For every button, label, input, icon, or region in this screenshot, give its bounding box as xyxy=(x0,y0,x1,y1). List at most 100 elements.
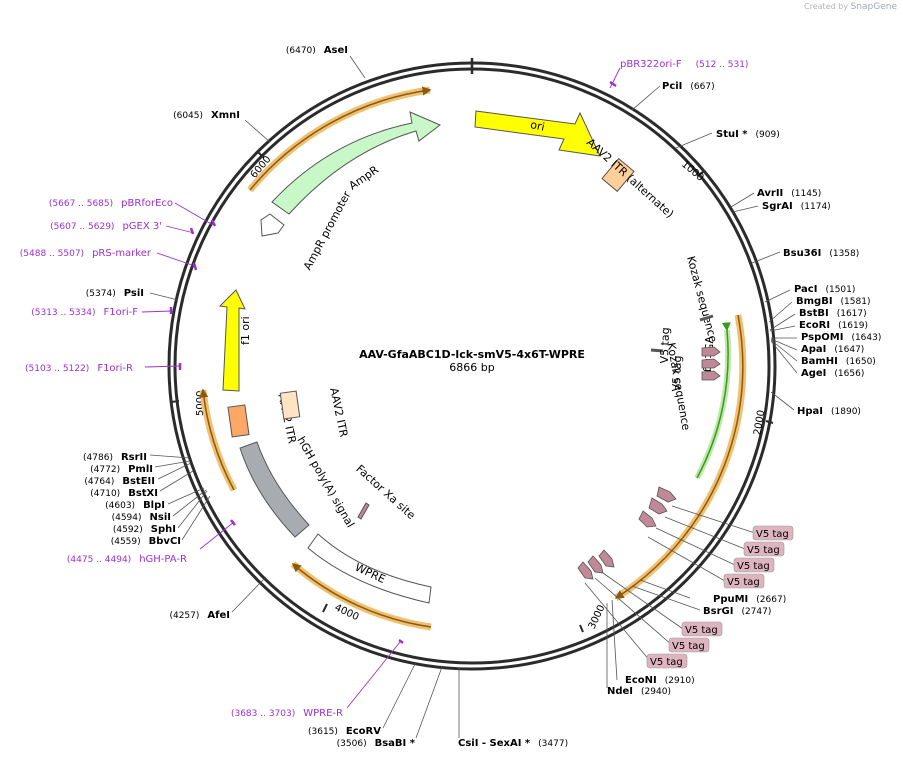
primer-pbr322ori-f[interactable]: pBR322ori-F xyxy=(620,59,682,70)
brown-arrow-top xyxy=(249,86,432,191)
site-bsteii[interactable]: BstEII xyxy=(122,476,155,487)
primer-f1ori-r[interactable]: F1ori-R xyxy=(97,363,133,374)
v5-label-1[interactable]: V5 tag xyxy=(756,529,789,540)
site-bmgbi[interactable]: BmgBI xyxy=(796,296,833,307)
feature-kozak-1-label: Kozak sequence xyxy=(684,255,720,344)
svg-text:(3506)BsaBI *: (3506)BsaBI * xyxy=(337,738,416,749)
v5-label-5[interactable]: V5 tag xyxy=(685,625,718,636)
site-bstbi[interactable]: BstBI xyxy=(799,308,829,319)
site-ecorv[interactable]: EcoRV xyxy=(346,726,381,737)
v5-label-3[interactable]: V5 tag xyxy=(737,561,770,572)
v5-arrow-9[interactable] xyxy=(577,561,594,580)
site-ppumi[interactable]: PpuMI xyxy=(713,594,748,605)
feature-ampr[interactable] xyxy=(271,111,441,215)
site-ecori[interactable]: EcoRI xyxy=(799,320,830,331)
svg-text:(5313 .. 5334)F1ori-F: (5313 .. 5334) F1ori-F xyxy=(31,307,138,318)
feature-f1-ori-label: f1 ori xyxy=(239,316,252,345)
site-bbvci[interactable]: BbvCI xyxy=(149,536,181,547)
site-sphi[interactable]: SphI xyxy=(151,524,176,535)
feature-ori-label: ori xyxy=(529,118,546,134)
site-avrii[interactable]: AvrII xyxy=(757,188,783,199)
site-bsrgi[interactable]: BsrGI xyxy=(703,606,733,617)
site-agei[interactable]: AgeI xyxy=(801,368,826,379)
site-bsu36i[interactable]: Bsu36I xyxy=(783,248,821,259)
site-blpi-pos: (4603) xyxy=(105,501,135,511)
v5-arrow-5[interactable] xyxy=(648,497,668,515)
site-rsrii[interactable]: RsrII xyxy=(121,452,147,463)
v5-label-7[interactable]: V5 tag xyxy=(650,657,683,668)
primer-wpre-r[interactable]: WPRE-R xyxy=(303,708,343,719)
svg-text:(5488 .. 5507)pRS-marker: (5488 .. 5507) pRS-marker xyxy=(20,248,152,259)
site-hpai[interactable]: HpaI xyxy=(797,406,823,417)
svg-text:PacI(1501): PacI(1501) xyxy=(794,284,855,295)
site-csii-sexai[interactable]: CsiI - SexAI * xyxy=(458,738,531,749)
site-bsabi[interactable]: BsaBI * xyxy=(375,738,416,749)
v5-arrow-4[interactable] xyxy=(656,486,677,503)
site-pcii-pos: (667) xyxy=(690,82,714,92)
site-asei-pos: (6470) xyxy=(286,46,316,56)
v5-arrow-1[interactable] xyxy=(701,346,721,357)
site-pspomi[interactable]: PspOMI xyxy=(801,332,843,343)
feature-ampr-promoter[interactable] xyxy=(260,213,285,237)
feature-f1-ori[interactable] xyxy=(218,289,246,392)
v5-arrow-6[interactable] xyxy=(638,510,657,528)
site-ndei[interactable]: NdeI xyxy=(607,686,633,697)
primer-prs-marker-pos: (5488 .. 5507) xyxy=(20,249,84,259)
site-paci[interactable]: PacI xyxy=(794,284,817,295)
svg-text:(5607 .. 5629)pGEX 3': (5607 .. 5629)pGEX 3' xyxy=(50,221,162,232)
feature-wpre[interactable] xyxy=(307,533,432,604)
site-hpai-pos: (1890) xyxy=(831,407,861,417)
feature-hgh-polya[interactable] xyxy=(239,441,310,538)
primer-prs-marker[interactable]: pRS-marker xyxy=(92,248,152,259)
site-bstxi[interactable]: BstXI xyxy=(128,488,158,499)
feature-kozak-1[interactable] xyxy=(699,314,714,322)
site-sgrai[interactable]: SgrAI xyxy=(762,201,793,212)
site-stui-pos: (909) xyxy=(756,130,780,140)
v5-arrow-8[interactable] xyxy=(587,555,604,574)
v5-arrow-3[interactable] xyxy=(701,370,721,381)
site-afei[interactable]: AfeI xyxy=(207,610,230,621)
feature-aav2-itr-alt[interactable] xyxy=(601,157,635,193)
primer-marks xyxy=(169,80,617,644)
v5-label-2[interactable]: V5 tag xyxy=(747,545,780,556)
site-apai-pos: (1647) xyxy=(834,345,864,355)
feature-kozak-2[interactable] xyxy=(650,348,664,353)
svg-text:StuI *(909): StuI * (909) xyxy=(716,129,780,140)
site-blpi[interactable]: BlpI xyxy=(143,500,165,511)
v5-label-4[interactable]: V5 tag xyxy=(727,577,760,588)
site-pmli[interactable]: PmlI xyxy=(128,464,153,475)
site-bmgbi-pos: (1581) xyxy=(841,297,871,307)
site-xmni[interactable]: XmnI xyxy=(211,110,240,121)
primer-f1ori-f[interactable]: F1ori-F xyxy=(104,307,139,318)
site-stui[interactable]: StuI * xyxy=(716,129,748,140)
primer-pgex3[interactable]: pGEX 3' xyxy=(122,221,162,232)
site-apai[interactable]: ApaI xyxy=(801,344,826,355)
site-bamhi-pos: (1650) xyxy=(846,357,876,367)
primer-f1ori-f-pos: (5313 .. 5334) xyxy=(31,308,95,318)
primer-pbr322ori-f-pos: (512 .. 531) xyxy=(696,60,749,70)
feature-factor-xa[interactable] xyxy=(357,502,370,520)
feature-aav2-itr-left[interactable] xyxy=(227,404,250,438)
site-nsii[interactable]: NsiI xyxy=(150,512,171,523)
v5-arrow-7[interactable] xyxy=(598,549,615,568)
left-site-leaders xyxy=(149,55,460,739)
svg-text:pBR322ori-F(512 .. 531): pBR322ori-F (512 .. 531) xyxy=(620,59,748,70)
primer-pbrforeco[interactable]: pBRforEco xyxy=(121,198,173,209)
site-asei[interactable]: AseI xyxy=(324,45,348,56)
primer-hgh-pa-r[interactable]: hGH-PA-R xyxy=(139,554,187,565)
feature-aav2-itr-inner-label: AAV2 ITR xyxy=(327,386,350,438)
svg-text:HpaI(1890): HpaI (1890) xyxy=(797,406,861,417)
feature-v5-inner-3-label: V5 tag xyxy=(670,355,684,391)
site-pcii[interactable]: PciI xyxy=(662,81,682,92)
site-econi[interactable]: EcoNI xyxy=(625,675,657,686)
site-bsteii-pos: (4764) xyxy=(84,477,114,487)
site-psii[interactable]: PsiI xyxy=(124,288,144,299)
feature-ori[interactable] xyxy=(474,110,601,157)
v5-arrow-2[interactable] xyxy=(701,358,721,369)
site-csii-group: CsiI - SexAI *(3477) xyxy=(458,738,568,749)
svg-text:SgrAI(1174): SgrAI(1174) xyxy=(762,201,831,212)
v5-label-6[interactable]: V5 tag xyxy=(672,641,705,652)
site-bamhi[interactable]: BamHI xyxy=(801,356,838,367)
feature-aav2-itr-inner[interactable] xyxy=(279,390,301,420)
svg-text:(3615)EcoRV: (3615)EcoRV xyxy=(308,726,381,737)
